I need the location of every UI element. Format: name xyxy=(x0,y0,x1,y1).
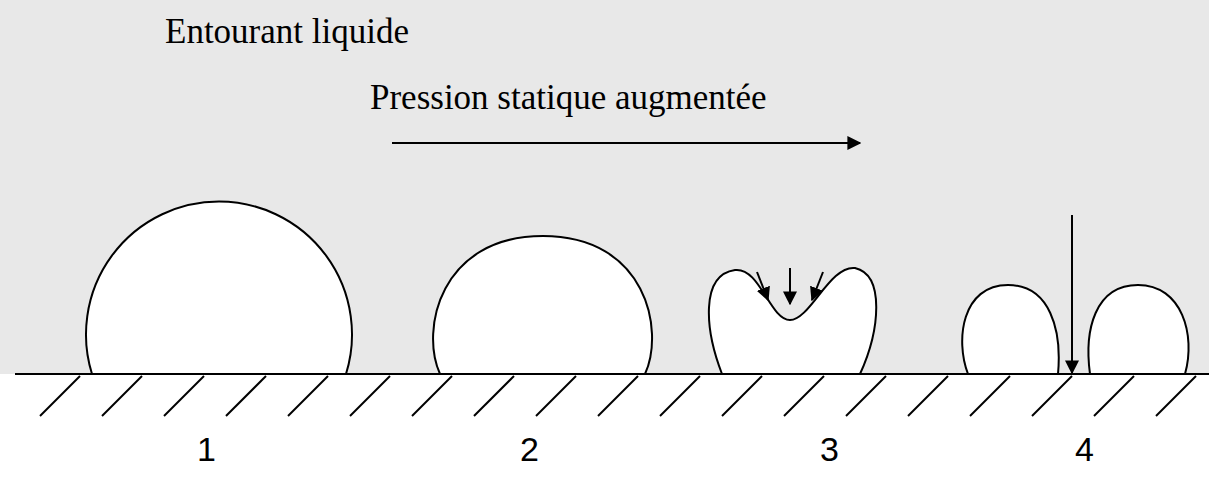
pressure-arrow xyxy=(392,142,860,144)
stage-number: 2 xyxy=(520,432,539,466)
stage-number: 3 xyxy=(820,432,839,466)
bubble-fragment xyxy=(1088,285,1188,374)
micro-jet-arrow xyxy=(1071,215,1073,373)
stage-number: 4 xyxy=(1075,432,1094,466)
bubble-fragment xyxy=(962,285,1059,374)
bubble-compressed xyxy=(433,236,652,374)
stage-number: 1 xyxy=(197,432,216,466)
direction-label: Pression statique augmentée xyxy=(370,80,767,115)
bubble-large xyxy=(86,202,352,374)
liquid-region xyxy=(0,0,1209,374)
medium-label: Entourant liquide xyxy=(165,14,409,49)
ground-hatching xyxy=(15,374,1209,416)
bubble-collapsing xyxy=(709,268,876,374)
implosion-arrows xyxy=(757,268,823,304)
